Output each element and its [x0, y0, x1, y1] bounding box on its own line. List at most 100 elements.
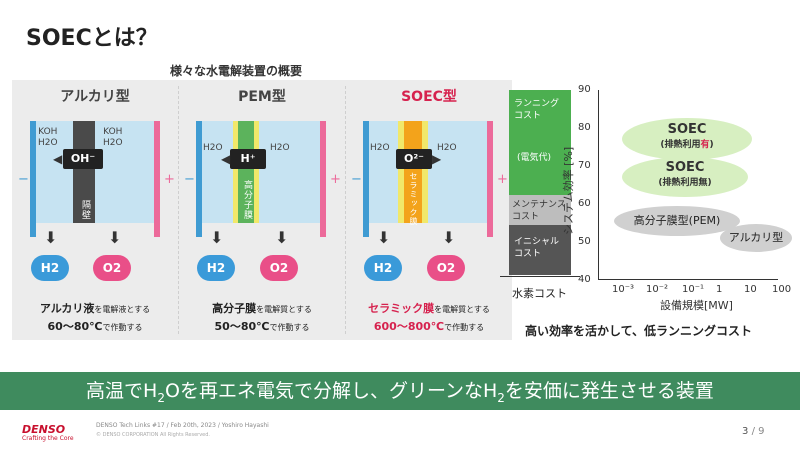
cathode-lead	[196, 223, 202, 237]
alkaline-description: アルカリ液を電解液とする 60～80℃で作動する	[12, 300, 178, 336]
membrane-label: 高分子膜	[242, 180, 252, 220]
denso-logo: DENSO	[22, 423, 66, 436]
x-axis-label: 設備規模[MW]	[660, 299, 733, 312]
x-tick: 10⁻³	[612, 284, 635, 295]
desc-tail: を電解液とする	[94, 305, 151, 314]
cost-caption: 水素コスト	[512, 287, 567, 300]
electrolyte-left-label: H2O	[203, 143, 223, 153]
o2-bubble: O2	[427, 255, 465, 281]
electrolyte-right-label: KOH H2O	[103, 127, 123, 148]
y-tick: 60	[578, 198, 591, 209]
panel-title-soec: SOEC型	[401, 89, 457, 105]
cell-soec	[363, 121, 493, 223]
anode-alkaline	[154, 121, 160, 223]
arrow-left-icon: ◀	[53, 152, 63, 166]
panel-title-pem: PEM型	[238, 89, 286, 105]
alkaline-region: アルカリ型	[720, 224, 792, 252]
arrow-down-icon: ⬇	[210, 228, 224, 247]
cell-alkaline	[30, 121, 160, 223]
minus-sign: −	[351, 172, 362, 187]
y-axis-label: システム効率 [%]	[562, 146, 575, 235]
arrow-down-icon: ⬇	[377, 228, 391, 247]
soec-heat-on-note: (排熱利用有)	[660, 140, 714, 150]
running-cost-segment	[509, 90, 571, 195]
temp-tail: で作動する	[269, 323, 310, 332]
y-tick: 50	[578, 236, 591, 247]
y-tick: 70	[578, 160, 591, 171]
electrolyte-right-label: H2O	[437, 143, 457, 153]
slide-title: SOECとは？	[26, 26, 158, 51]
cell-pem	[196, 121, 326, 223]
h2-bubble: H2	[364, 255, 402, 281]
cost-baseline	[500, 276, 580, 277]
denso-tagline: Crafting the Core	[22, 435, 74, 442]
o2-bubble: O2	[93, 255, 131, 281]
ion-label: OH⁻	[63, 149, 103, 169]
panel-divider	[345, 86, 346, 334]
x-tick: 1	[716, 284, 723, 295]
x-tick: 10⁻²	[646, 284, 669, 295]
membrane-pem	[238, 121, 254, 223]
soec-heat-on-title: SOEC	[667, 122, 707, 137]
desc-tail: を電解質とする	[434, 305, 490, 314]
arrow-right-icon: ▶	[432, 152, 442, 166]
minus-sign: −	[184, 172, 195, 187]
page-number: 3 / 9	[742, 426, 765, 437]
soec-description: セラミック膜を電解質とする 600～800℃で作動する	[346, 300, 512, 336]
cathode-soec	[363, 121, 369, 223]
desc-main: アルカリ液	[39, 302, 95, 315]
desc-main: セラミック膜	[368, 302, 435, 315]
minus-sign: −	[18, 172, 29, 187]
x-tick: 10	[744, 284, 757, 295]
temp-range: 600～800℃	[373, 320, 445, 333]
desc-tail: を電解質とする	[256, 305, 312, 314]
arrow-down-icon: ⬇	[44, 228, 58, 247]
running-cost-label: ランニング コスト	[514, 99, 560, 121]
arrow-down-icon: ⬇	[442, 228, 456, 247]
plus-sign: +	[497, 172, 508, 187]
conclusion-text: 高い効率を活かして、低ランニングコスト	[525, 324, 753, 338]
ion-label: O²⁻	[396, 149, 432, 169]
anode-lead	[320, 223, 326, 237]
panel-title-alkaline: アルカリ型	[60, 89, 130, 105]
electricity-label: (電気代)	[517, 153, 552, 163]
h2-bubble: H2	[31, 255, 69, 281]
initial-cost-label: イニシャル コスト	[514, 237, 560, 259]
ion-label: H⁺	[230, 149, 266, 169]
diagram-subtitle: 様々な水電解装置の概要	[170, 64, 303, 78]
summary-banner: 高温でH2Oを再エネ電気で分解し、グリーンなH2を安価に発生させる装置	[0, 372, 800, 410]
arrow-down-icon: ⬇	[275, 228, 289, 247]
electrolyte-left-label: KOH H2O	[38, 127, 58, 148]
anode-lead	[487, 223, 493, 237]
soec-heat-off-note: (排熱利用無)	[658, 178, 712, 188]
anode-lead	[154, 223, 160, 237]
x-tick: 100	[772, 284, 792, 295]
soec-heat-off-title: SOEC	[665, 160, 705, 175]
pem-description: 高分子膜を電解質とする 50～80℃で作動する	[179, 300, 345, 336]
footer-copyright: © DENSO CORPORATION All Rights Reserved.	[96, 432, 210, 438]
cathode-pem	[196, 121, 202, 223]
cathode-lead	[363, 223, 369, 237]
arrow-down-icon: ⬇	[108, 228, 122, 247]
panel-divider	[178, 86, 179, 334]
plus-sign: +	[164, 172, 175, 187]
y-tick: 90	[578, 84, 591, 95]
efficiency-chart-axes	[598, 90, 778, 280]
pem-region: 高分子膜型(PEM)	[614, 206, 740, 236]
separator-alkaline	[73, 121, 95, 223]
soec-heat-off-region: SOEC (排熱利用無)	[622, 157, 748, 197]
electrolyte-right-label: H2O	[270, 143, 290, 153]
separator-label: 隔壁	[80, 200, 90, 220]
temp-tail: で作動する	[444, 323, 485, 332]
electrolyte-left-label: H2O	[370, 143, 390, 153]
y-tick: 40	[578, 274, 591, 285]
temp-range: 60～80℃	[47, 320, 103, 333]
plus-sign: +	[330, 172, 341, 187]
o2-bubble: O2	[260, 255, 298, 281]
desc-main: 高分子膜	[212, 302, 257, 315]
temp-tail: で作動する	[102, 323, 143, 332]
membrane-soec	[404, 121, 422, 223]
temp-range: 50～80℃	[214, 320, 270, 333]
anode-pem	[320, 121, 326, 223]
cathode-alkaline	[30, 121, 36, 223]
